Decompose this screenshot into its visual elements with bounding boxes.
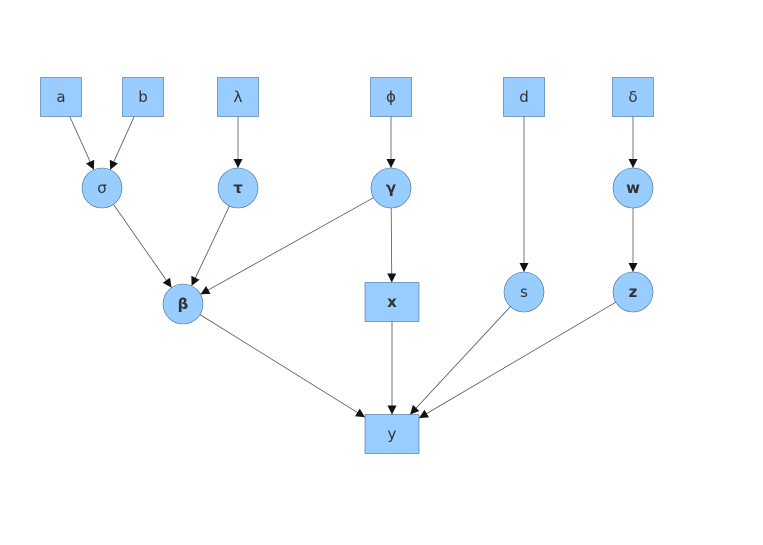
node-s: s: [503, 271, 545, 313]
node-tau-circle: [217, 167, 259, 209]
node-delta-label: δ: [628, 88, 637, 106]
node-delta-box: [612, 77, 654, 117]
node-phi-box: [370, 77, 412, 117]
node-w-circle: [612, 167, 654, 209]
edge-gamma-to-beta: [200, 197, 374, 295]
edge-tau-to-beta: [191, 205, 230, 287]
node-y: y: [364, 414, 420, 454]
node-lambda-box: [217, 77, 259, 117]
node-w: w: [612, 167, 654, 209]
node-beta: β: [162, 283, 204, 325]
node-tau: τ: [217, 167, 259, 209]
node-y-box: [364, 414, 420, 454]
edge-beta-to-y: [199, 314, 366, 418]
node-beta-circle: [162, 283, 204, 325]
node-a-label: a: [56, 88, 65, 106]
node-d-label: d: [519, 88, 529, 106]
node-gamma-label: γ: [386, 179, 396, 197]
edge-z-to-y: [418, 301, 617, 419]
nodes-layer: a b λ ϕ d δ σ τ γ w β x s z y: [40, 77, 654, 454]
node-sigma: σ: [81, 167, 123, 209]
node-phi-label: ϕ: [386, 88, 396, 106]
node-b-label: b: [138, 88, 148, 106]
edge-sigma-to-beta: [113, 204, 172, 288]
node-lambda: λ: [217, 77, 259, 117]
node-z-label: z: [629, 283, 638, 301]
edge-s-to-y: [409, 306, 511, 415]
node-b: b: [122, 77, 164, 117]
node-z: z: [612, 271, 654, 313]
node-gamma-circle: [370, 167, 412, 209]
node-y-label: y: [388, 425, 397, 443]
node-a: a: [40, 77, 82, 117]
edge-b-to-sigma: [109, 116, 135, 170]
edges-layer: [69, 116, 638, 419]
node-sigma-label: σ: [97, 179, 107, 197]
node-x-label: x: [387, 293, 397, 311]
node-s-label: s: [520, 283, 528, 301]
node-d: d: [503, 77, 545, 117]
node-delta: δ: [612, 77, 654, 117]
edge-a-to-sigma: [69, 116, 95, 170]
node-w-label: w: [626, 179, 640, 197]
node-d-box: [503, 77, 545, 117]
node-b-box: [122, 77, 164, 117]
node-s-circle: [503, 271, 545, 313]
node-x-box: [364, 282, 420, 322]
node-z-circle: [612, 271, 654, 313]
node-sigma-circle: [81, 167, 123, 209]
node-lambda-label: λ: [234, 88, 243, 106]
node-gamma: γ: [370, 167, 412, 209]
node-x: x: [364, 282, 420, 322]
node-tau-label: τ: [233, 179, 243, 197]
edge-gamma-to-x: [387, 207, 397, 283]
node-beta-label: β: [178, 295, 189, 313]
node-a-box: [40, 77, 82, 117]
node-phi: ϕ: [370, 77, 412, 117]
